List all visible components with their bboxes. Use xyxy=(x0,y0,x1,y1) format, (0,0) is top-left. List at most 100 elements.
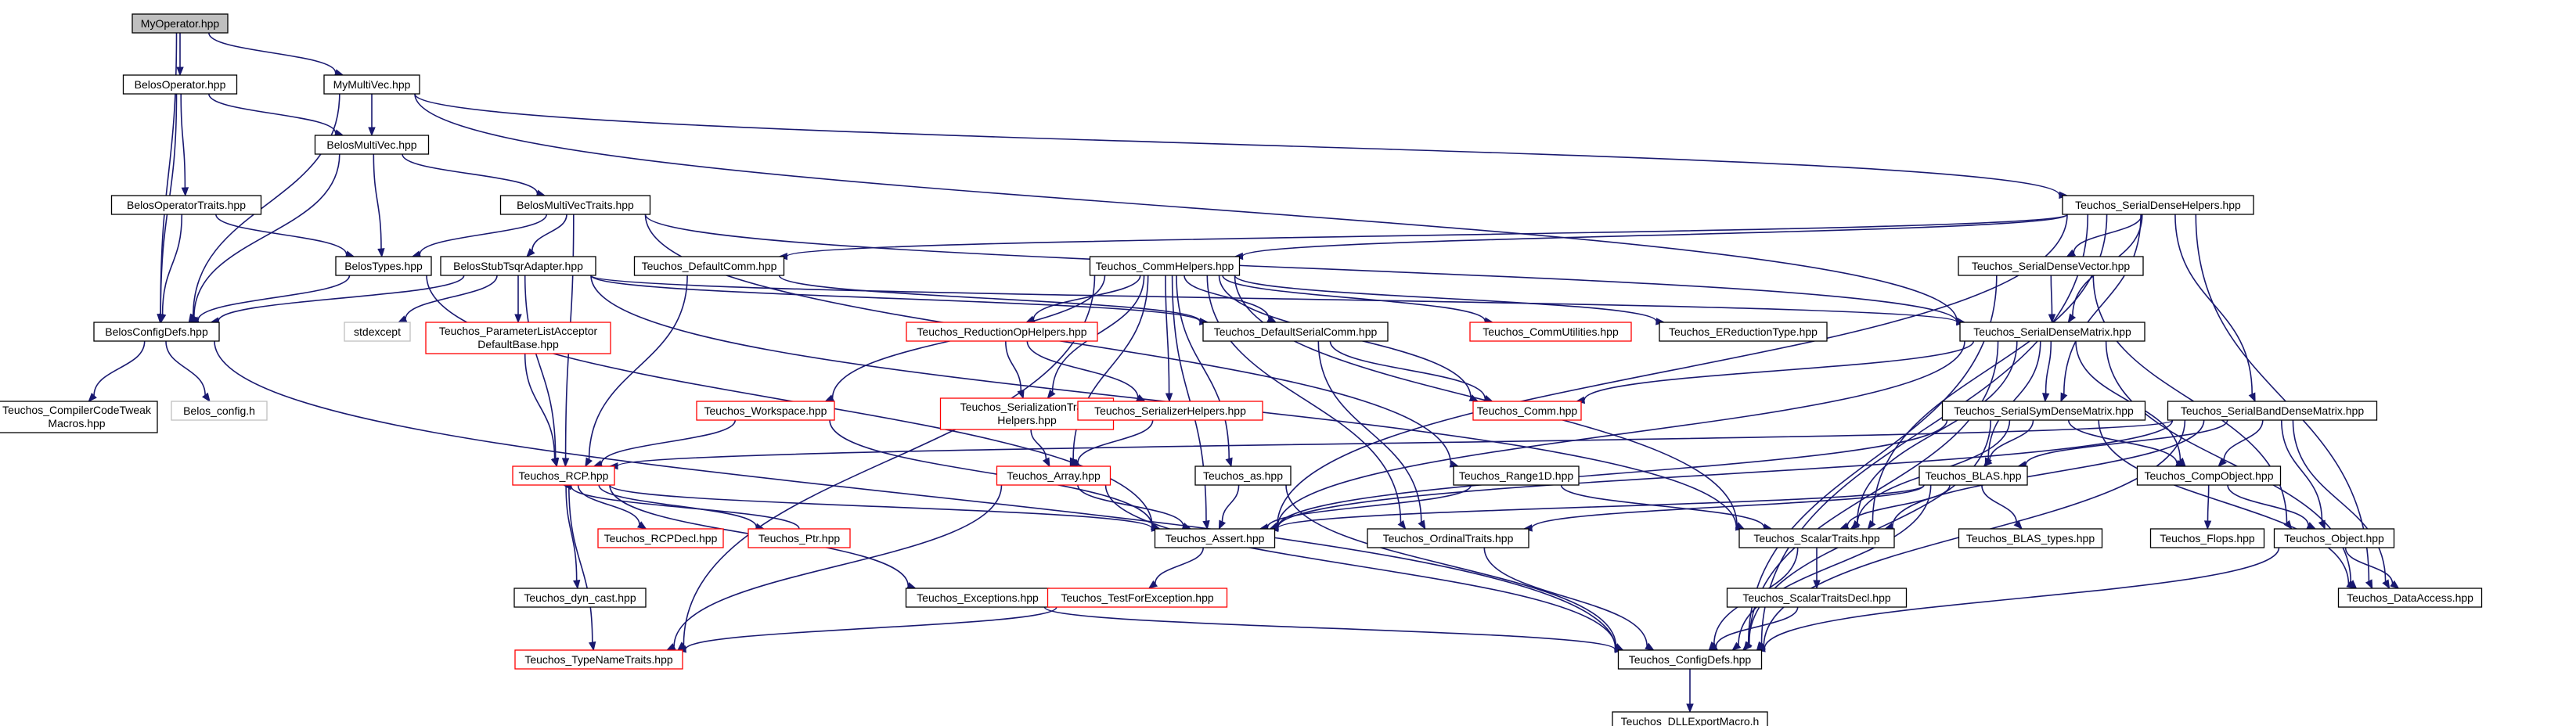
edge-line xyxy=(1030,429,1047,460)
node-label: Teuchos_SerialSymDenseMatrix.hpp xyxy=(1954,404,2134,417)
node-assert[interactable]: Teuchos_Assert.hpp xyxy=(1154,528,1276,548)
edge-line xyxy=(180,93,186,189)
node-serhelpers[interactable]: Teuchos_SerializerHelpers.hpp xyxy=(1077,401,1263,421)
edge-line xyxy=(93,340,146,396)
node-dllexport[interactable]: Teuchos_DLLExportMacro.h xyxy=(1612,711,1768,726)
node-plab[interactable]: Teuchos_ParameterListAcceptorDefaultBase… xyxy=(425,322,611,354)
node-workspace[interactable]: Teuchos_Workspace.hpp xyxy=(696,401,835,421)
edge-arrowhead xyxy=(2048,314,2056,324)
edge-line xyxy=(609,484,1153,529)
node-label: BelosOperator.hpp xyxy=(135,78,226,91)
edge-line xyxy=(2025,419,2228,465)
node-belosop[interactable]: BelosOperator.hpp xyxy=(122,74,238,95)
edge-arrowhead xyxy=(2318,519,2326,530)
node-label: BelosOperatorTraits.hpp xyxy=(127,199,246,211)
node-belosmv[interactable]: BelosMultiVec.hpp xyxy=(314,135,430,155)
node-sssym[interactable]: Teuchos_SerialSymDenseMatrix.hpp xyxy=(1941,401,2146,421)
node-belosoptr[interactable]: BelosOperatorTraits.hpp xyxy=(110,195,262,215)
edge-line xyxy=(590,275,1958,323)
edge-commhelpers-to-sertraitshelpers xyxy=(1047,275,1145,400)
node-exceptions[interactable]: Teuchos_Exceptions.hpp xyxy=(905,588,1050,608)
edge-ordinaltraits-to-configdefs xyxy=(1483,547,1655,651)
edge-sband-to-compobject xyxy=(2218,419,2264,467)
edge-myop-to-belosop xyxy=(176,32,184,77)
node-belosmvtr[interactable]: BelosMultiVecTraits.hpp xyxy=(499,195,651,215)
edge-belosstub-to-defserialcomm xyxy=(590,275,1209,325)
node-box xyxy=(748,528,851,548)
node-box xyxy=(1958,256,2144,276)
node-scalartraits[interactable]: Teuchos_ScalarTraits.hpp xyxy=(1738,528,1895,548)
node-box xyxy=(323,74,420,95)
node-ereduction[interactable]: Teuchos_EReductionType.hpp xyxy=(1659,322,1828,342)
edge-line xyxy=(2223,419,2264,461)
node-dyncast[interactable]: Teuchos_dyn_cast.hpp xyxy=(513,588,647,608)
node-belostypes[interactable]: BelosTypes.hpp xyxy=(335,256,432,276)
node-mymv[interactable]: MyMultiVec.hpp xyxy=(323,74,420,95)
node-redophelpers[interactable]: Teuchos_ReductionOpHelpers.hpp xyxy=(906,322,1098,342)
edge-defcomm-to-rcp xyxy=(585,275,688,468)
edge-belosmv-to-belosmvtr xyxy=(402,153,546,197)
node-sdvector[interactable]: Teuchos_SerialDenseVector.hpp xyxy=(1958,256,2144,276)
edge-arrowhead xyxy=(368,127,376,137)
edge-arrowhead xyxy=(2013,520,2023,530)
node-ordinaltraits[interactable]: Teuchos_OrdinalTraits.hpp xyxy=(1367,528,1529,548)
node-label: MyOperator.hpp xyxy=(141,17,220,30)
node-myop[interactable]: MyOperator.hpp xyxy=(132,13,229,34)
node-sband[interactable]: Teuchos_SerialBandDenseMatrix.hpp xyxy=(2167,401,2378,421)
edge-arrowhead xyxy=(377,248,385,258)
node-defserialcomm[interactable]: Teuchos_DefaultSerialComm.hpp xyxy=(1202,322,1389,342)
edge-line xyxy=(2281,419,2323,522)
node-belosstub[interactable]: BelosStubTsqrAdapter.hpp xyxy=(440,256,596,276)
edge-line xyxy=(1329,340,1486,399)
node-as[interactable]: Teuchos_as.hpp xyxy=(1194,465,1292,486)
node-blastypes[interactable]: Teuchos_BLAS_types.hpp xyxy=(1958,528,2103,548)
edge-line xyxy=(1981,484,2018,523)
node-rcpdecl[interactable]: Teuchos_RCPDecl.hpp xyxy=(597,528,724,548)
edge-line xyxy=(1005,340,1022,391)
edge-line xyxy=(1764,547,2280,649)
node-typenametraits[interactable]: Teuchos_TypeNameTraits.hpp xyxy=(514,649,683,670)
node-box xyxy=(1958,528,2103,548)
node-flops[interactable]: Teuchos_Flops.hpp xyxy=(2149,528,2265,548)
node-testforexc[interactable]: Teuchos_TestForException.hpp xyxy=(1047,588,1228,608)
edge-line xyxy=(218,275,465,322)
edge-line xyxy=(778,275,1201,322)
node-range1d[interactable]: Teuchos_Range1D.hpp xyxy=(1453,465,1580,486)
node-compobject[interactable]: Teuchos_CompObject.hpp xyxy=(2136,465,2282,486)
edge-line xyxy=(405,275,498,319)
node-label: Teuchos_Array.hpp xyxy=(1007,469,1101,482)
edge-arrowhead xyxy=(1867,519,1876,530)
node-box xyxy=(0,401,158,433)
edge-line xyxy=(565,484,578,581)
edge-line xyxy=(165,340,206,395)
edge-line xyxy=(685,606,1057,650)
node-object[interactable]: Teuchos_Object.hpp xyxy=(2273,528,2395,548)
node-label: Teuchos_CompilerCodeTweak xyxy=(2,404,152,416)
node-configdefs[interactable]: Teuchos_ConfigDefs.hpp xyxy=(1617,649,1763,670)
node-commhelpers[interactable]: Teuchos_CommHelpers.hpp xyxy=(1089,256,1241,276)
edge-belosop-to-belosoptr xyxy=(180,93,189,197)
node-dataaccess[interactable]: Teuchos_DataAccess.hpp xyxy=(2337,588,2483,608)
edge-line xyxy=(1846,484,1951,527)
edge-arrowhead xyxy=(88,393,97,402)
node-box xyxy=(597,528,724,548)
node-sdmatrix[interactable]: Teuchos_SerialDenseMatrix.hpp xyxy=(1959,322,2145,342)
node-array[interactable]: Teuchos_Array.hpp xyxy=(996,465,1111,486)
node-commutil[interactable]: Teuchos_CommUtilities.hpp xyxy=(1469,322,1632,342)
node-scalartraitsdecl[interactable]: Teuchos_ScalarTraitsDecl.hpp xyxy=(1726,588,1908,608)
edge-line xyxy=(683,275,1096,645)
node-defcomm[interactable]: Teuchos_DefaultComm.hpp xyxy=(633,256,785,276)
edge-arrowhead xyxy=(1147,580,1158,589)
node-sdhelpers[interactable]: Teuchos_SerialDenseHelpers.hpp xyxy=(2062,195,2254,215)
edge-line xyxy=(1583,340,1975,401)
node-label: Teuchos_Object.hpp xyxy=(2284,532,2384,544)
node-comm[interactable]: Teuchos_Comm.hpp xyxy=(1472,401,1582,421)
node-blas[interactable]: Teuchos_BLAS.hpp xyxy=(1918,465,2028,486)
node-beloscfg[interactable]: BelosConfigDefs.hpp xyxy=(93,322,220,342)
node-ptr[interactable]: Teuchos_Ptr.hpp xyxy=(748,528,851,548)
edge-line xyxy=(617,419,2174,467)
node-rcp[interactable]: Teuchos_RCP.hpp xyxy=(512,465,615,486)
